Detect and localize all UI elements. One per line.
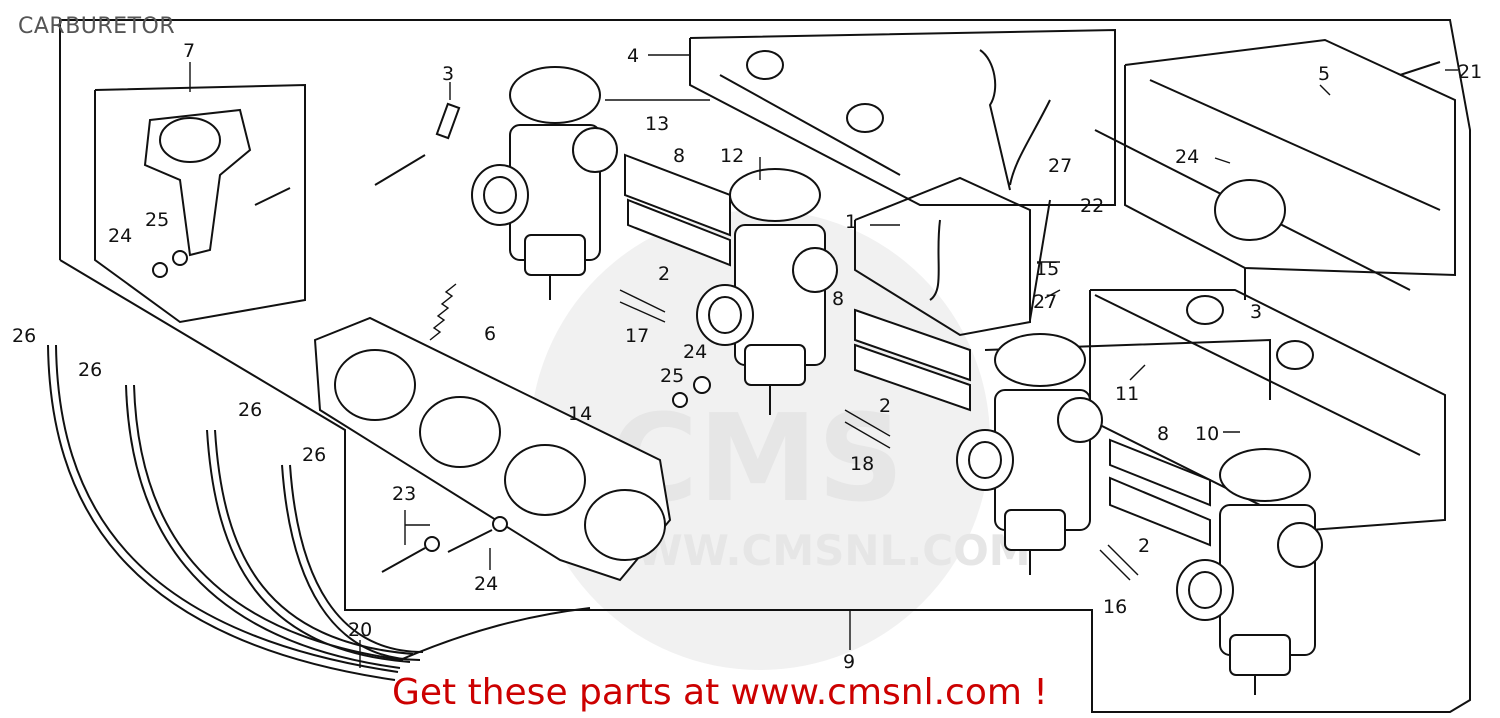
callout-3-top: 3 xyxy=(442,63,454,85)
callout-4: 4 xyxy=(627,45,639,67)
callout-27-top: 27 xyxy=(1048,155,1072,177)
callout-23: 24 xyxy=(474,573,498,595)
callout-14: 14 xyxy=(568,403,592,425)
callout-8-a: 8 xyxy=(673,145,685,167)
callout-25-mid: 25 xyxy=(660,365,684,387)
callout-10: 10 xyxy=(1195,423,1219,445)
callout-21: 22 xyxy=(1080,195,1104,217)
callout-2-c: 2 xyxy=(1138,535,1150,557)
screws-and-springs xyxy=(152,61,1441,573)
callout-26-b: 26 xyxy=(78,359,102,381)
callout-22: 23 xyxy=(392,483,416,505)
page-title: CARBURETOR xyxy=(18,14,176,39)
carburetor-body-2 xyxy=(696,168,838,415)
linkage-parts xyxy=(143,49,1441,456)
callout-18: 18 xyxy=(850,453,874,475)
callout-8-b: 8 xyxy=(832,288,844,310)
promo-banner[interactable]: Get these parts at www.cmsnl.com ! xyxy=(392,672,1048,713)
callout-2-b: 2 xyxy=(879,395,891,417)
callout-17: 17 xyxy=(625,325,649,347)
callout-26-d: 26 xyxy=(302,444,326,466)
insulator-manifold xyxy=(313,316,672,582)
callout-2-a: 2 xyxy=(658,263,670,285)
callout-24-mid: 24 xyxy=(683,341,707,363)
carburetor-body-4 xyxy=(1176,448,1323,695)
callout-26-c: 26 xyxy=(238,399,262,421)
callout-19: 20 xyxy=(348,619,372,641)
callout-9: 9 xyxy=(843,651,855,673)
callout-27-mid: 27 xyxy=(1033,291,1057,313)
callout-24-right: 24 xyxy=(1175,146,1199,168)
callout-8-c: 8 xyxy=(1157,423,1169,445)
callout-6: 6 xyxy=(484,323,496,345)
callout-3-right: 3 xyxy=(1250,301,1262,323)
leader-lines xyxy=(189,54,1458,668)
callout-1: 1 xyxy=(845,211,857,233)
callout-labels: 7 3 4 5 21 13 8 12 24 27 22 1 25 24 2 15… xyxy=(12,40,1482,673)
callout-26-a: 26 xyxy=(12,325,36,347)
gaskets-and-plates xyxy=(619,153,1211,581)
callout-15: 15 xyxy=(1035,258,1059,280)
callout-7: 7 xyxy=(183,40,195,62)
callout-16: 16 xyxy=(1103,596,1127,618)
callout-5: 5 xyxy=(1318,63,1330,85)
callout-11: 11 xyxy=(1115,383,1139,405)
callout-20: 21 xyxy=(1458,61,1482,83)
callout-24-left: 24 xyxy=(108,225,132,247)
callout-25-left: 25 xyxy=(145,209,169,231)
carburetor-body-3 xyxy=(956,333,1103,575)
callout-13: 13 xyxy=(645,113,669,135)
carburetor-body-1 xyxy=(471,66,618,300)
callout-12: 12 xyxy=(720,145,744,167)
